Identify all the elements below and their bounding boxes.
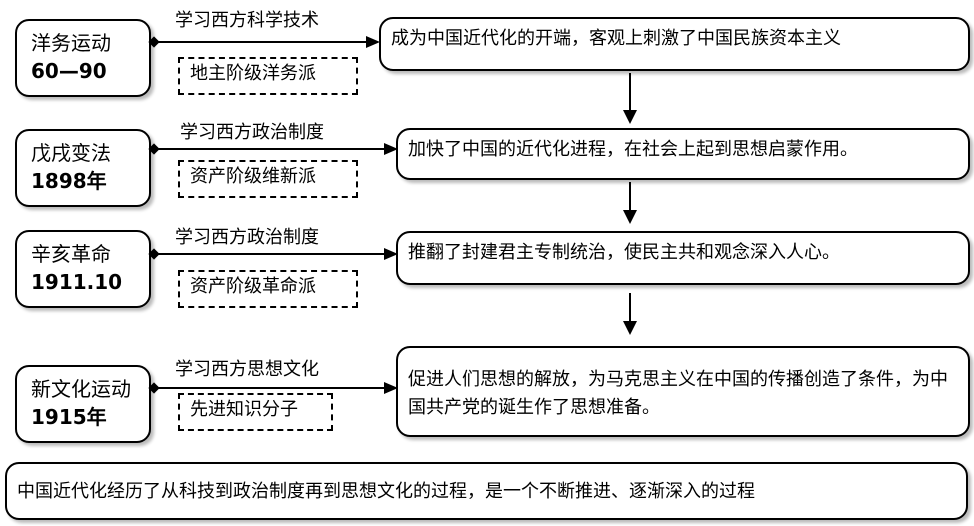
- stage-year: 1911.10: [31, 270, 123, 294]
- flow-arrow-head: [623, 110, 637, 124]
- result-box: 推翻了封建君主专制统治，使民主共和观念深入人心。: [396, 231, 970, 285]
- connector-line: [156, 41, 368, 43]
- stage-name: 新文化运动: [31, 377, 131, 401]
- stage-year: 1915年: [31, 405, 107, 429]
- flow-arrow-line: [629, 182, 631, 212]
- stage-box-xinhai: 辛亥革命 1911.10: [15, 230, 151, 308]
- class-box: 地主阶级洋务派: [178, 57, 358, 95]
- class-box: 资产阶级革命派: [178, 270, 358, 308]
- flow-arrow-line: [629, 293, 631, 323]
- stage-year: 1898年: [31, 169, 107, 193]
- stage-box-xinwenhua: 新文化运动 1915年: [15, 365, 151, 443]
- connector-line: [156, 148, 386, 150]
- result-box: 促进人们思想的解放，为马克思主义在中国的传播创造了条件，为中国共产党的诞生作了思…: [396, 346, 970, 437]
- flow-arrow-head: [623, 321, 637, 335]
- summary-box: 中国近代化经历了从科技到政治制度再到思想文化的过程，是一个不断推进、逐渐深入的过…: [5, 462, 968, 520]
- learn-label: 学习西方政治制度: [180, 122, 324, 143]
- arrow-head: [366, 36, 380, 48]
- connector-line: [156, 253, 386, 255]
- stage-box-yangwu: 洋务运动 60—90: [15, 19, 151, 97]
- learn-label: 学习西方政治制度: [175, 227, 319, 248]
- stage-year: 60—90: [31, 59, 107, 83]
- arrow-head: [384, 382, 398, 394]
- learn-label: 学习西方科学技术: [175, 10, 319, 31]
- stage-name: 辛亥革命: [31, 242, 111, 266]
- stage-name: 戊戌变法: [31, 141, 111, 165]
- learn-label: 学习西方思想文化: [175, 359, 319, 380]
- stage-box-wuxu: 戊戌变法 1898年: [15, 129, 151, 207]
- stage-name: 洋务运动: [31, 31, 111, 55]
- flow-arrow-head: [623, 210, 637, 224]
- result-box: 成为中国近代化的开端，客观上刺激了中国民族资本主义: [379, 17, 970, 71]
- arrow-head: [384, 248, 398, 260]
- class-box: 先进知识分子: [178, 393, 333, 431]
- class-box: 资产阶级维新派: [178, 160, 358, 198]
- arrow-head: [384, 143, 398, 155]
- result-box: 加快了中国的近代化进程，在社会上起到思想启蒙作用。: [396, 128, 970, 180]
- flow-arrow-line: [629, 73, 631, 112]
- connector-line: [156, 387, 386, 389]
